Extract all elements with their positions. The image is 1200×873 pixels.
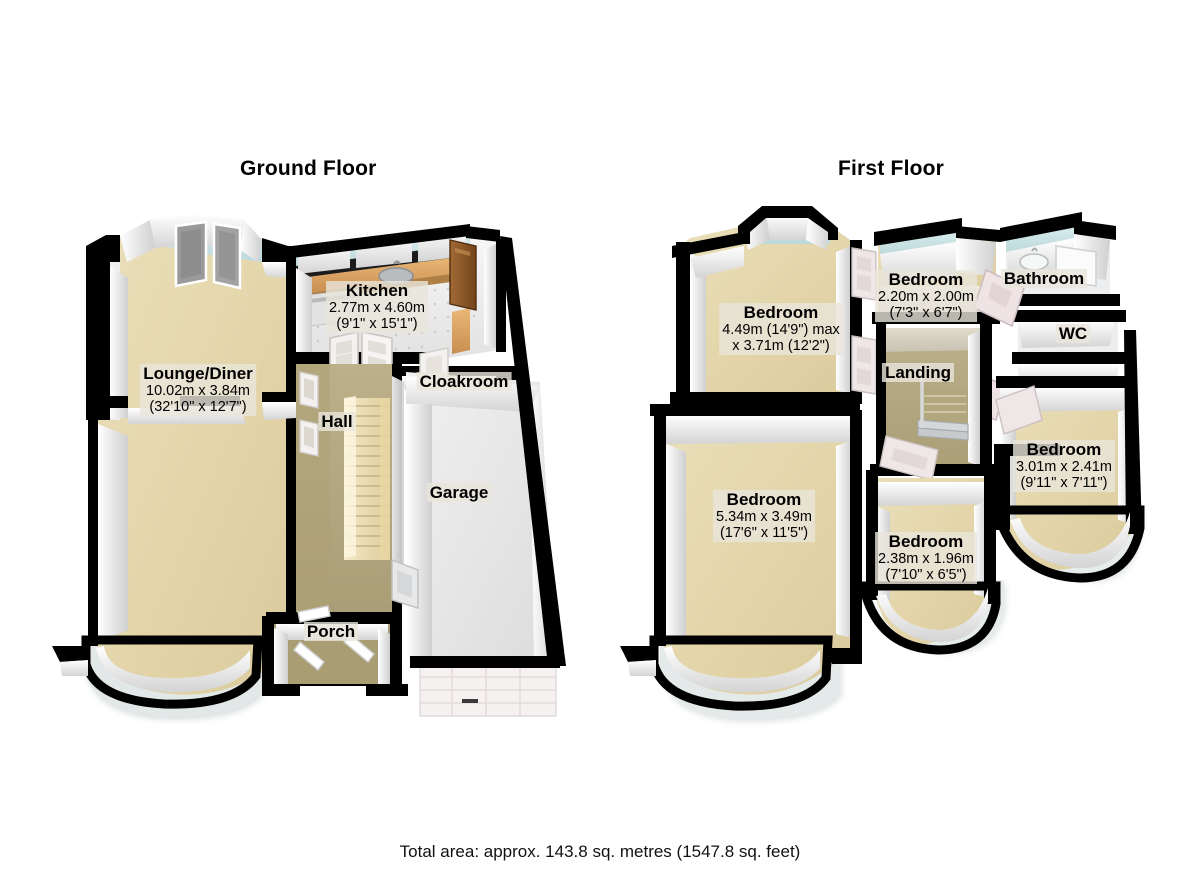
total-area-text: Total area: approx. 143.8 sq. metres (15… [399,842,801,861]
garage-door-apron [419,663,557,717]
garage-floor [406,372,556,660]
ground-floor-title: Ground Floor [240,157,377,180]
landing-stairwell [917,366,969,441]
ff-bedroom3-floor [664,410,856,695]
first-floor-geometry [620,206,1145,719]
bath-tub [1055,245,1097,287]
landing-right-wall [980,324,992,470]
ff-bedroom4-right-wall [1124,330,1142,534]
lounge-left-wall [86,235,120,646]
staircase [344,396,390,560]
kitchen-sink [378,267,414,285]
landing-doors [879,435,939,481]
kitchen-tall-unit [452,308,470,354]
lounge-bay-windows [174,220,242,290]
lounge-bottom-bay-wall [81,635,263,709]
bathroom-basin [1019,253,1049,271]
garage-right-wall [500,236,566,666]
kitchen-wood-door [449,239,477,311]
ground-floor-geometry [52,214,566,717]
porch-top-wall [266,612,398,624]
kitchen-door-pair [329,331,393,375]
ff-bedroom3-left-wall [654,404,666,646]
lounge-floor [98,236,288,695]
ff-bedroom4-door [995,385,1043,435]
first-floor-title: First Floor [838,157,945,180]
